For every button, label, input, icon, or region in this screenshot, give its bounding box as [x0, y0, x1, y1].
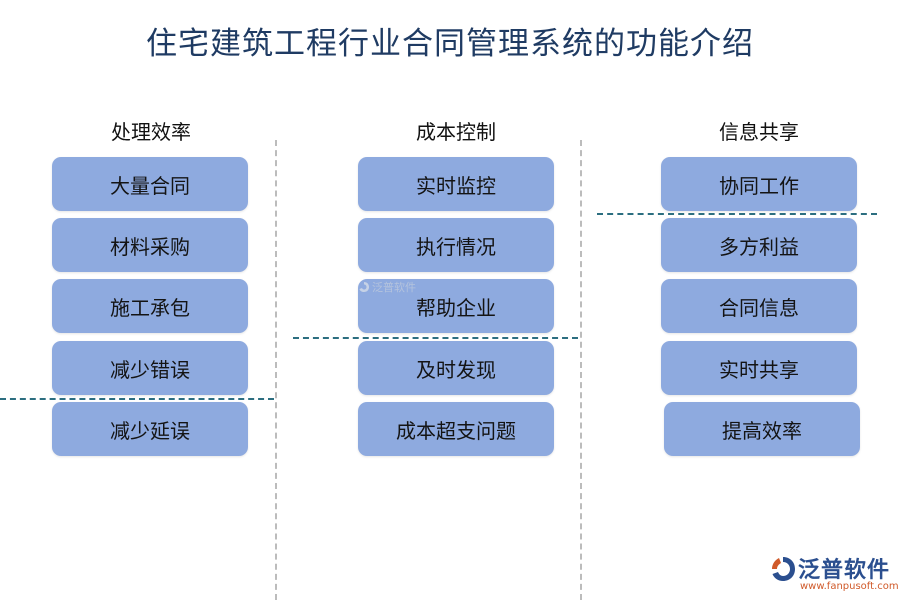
item-box: 大量合同	[52, 157, 248, 211]
item-box: 提高效率	[664, 402, 860, 456]
item-box: 材料采购	[52, 218, 248, 272]
item-box: 协同工作	[661, 157, 857, 211]
diagram-title: 住宅建筑工程行业合同管理系统的功能介绍	[146, 26, 754, 62]
dashed-accent-line	[597, 213, 877, 215]
item-box: 成本超支问题	[358, 402, 554, 456]
column-separator	[275, 140, 277, 600]
item-box: 合同信息	[661, 279, 857, 333]
item-box: 执行情况	[358, 218, 554, 272]
brand-logo: 泛普软件 www.fanpusoft.com	[768, 552, 899, 598]
item-box: 减少错误	[52, 341, 248, 395]
watermark-text: 泛普软件	[372, 281, 416, 294]
item-box: 帮助企业	[358, 279, 554, 333]
dashed-accent-line	[0, 398, 274, 400]
item-box: 实时监控	[358, 157, 554, 211]
item-box: 施工承包	[52, 279, 248, 333]
item-box: 实时共享	[661, 341, 857, 395]
dashed-accent-line	[293, 337, 578, 339]
fanpu-logo-icon	[359, 282, 369, 292]
logo-name: 泛普软件	[798, 558, 891, 583]
fanpu-logo-icon	[772, 557, 795, 581]
item-box: 多方利益	[661, 218, 857, 272]
column-heading-cost: 成本控制	[416, 120, 496, 144]
item-box: 及时发现	[358, 341, 554, 395]
item-box: 减少延误	[52, 402, 248, 456]
logo-url: www.fanpusoft.com	[800, 581, 899, 592]
column-heading-sharing: 信息共享	[719, 120, 799, 144]
column-heading-efficiency: 处理效率	[111, 120, 191, 144]
column-separator	[580, 140, 582, 600]
watermark: 泛普软件	[358, 279, 416, 295]
